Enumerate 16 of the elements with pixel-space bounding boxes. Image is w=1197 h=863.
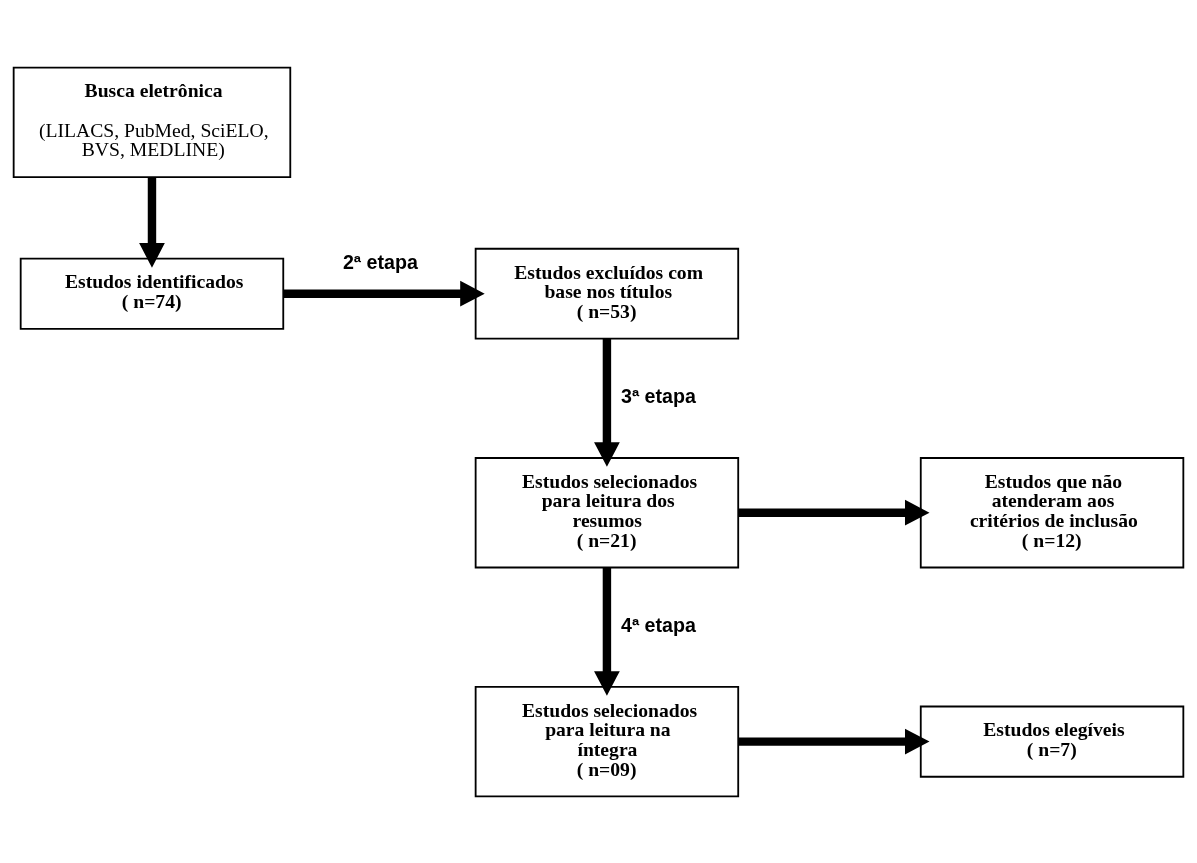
edge-label: 2ª etapa — [342, 250, 418, 273]
arrow — [738, 728, 930, 754]
arrow — [594, 338, 620, 467]
edge-label: 3ª etapa — [620, 384, 696, 407]
node-box: Estudos elegíveis ( n=7) — [919, 705, 1185, 778]
arrow — [594, 567, 620, 696]
arrow — [139, 177, 165, 268]
node-box: Estudos que não atenderam aos critérios de inclusão ( n=12) — [919, 456, 1185, 568]
arrow — [738, 499, 930, 526]
node-box: Estudos selecionados para leitura na íntegra ( n=09) — [474, 685, 740, 797]
node-box: Estudos excluídos com base nos títulos ( n=53) — [474, 247, 740, 340]
node-box: Busca eletrônica (LILACS, PubMed, SciELO, BVS, MEDLINE) — [12, 66, 292, 178]
node-box: Estudos identificados ( n=74) — [19, 257, 285, 330]
edge-label: 4ª etapa — [620, 613, 696, 636]
arrow — [283, 280, 485, 307]
node-box: Estudos selecionados para leitura dos resumos ( n=21) — [474, 456, 740, 568]
